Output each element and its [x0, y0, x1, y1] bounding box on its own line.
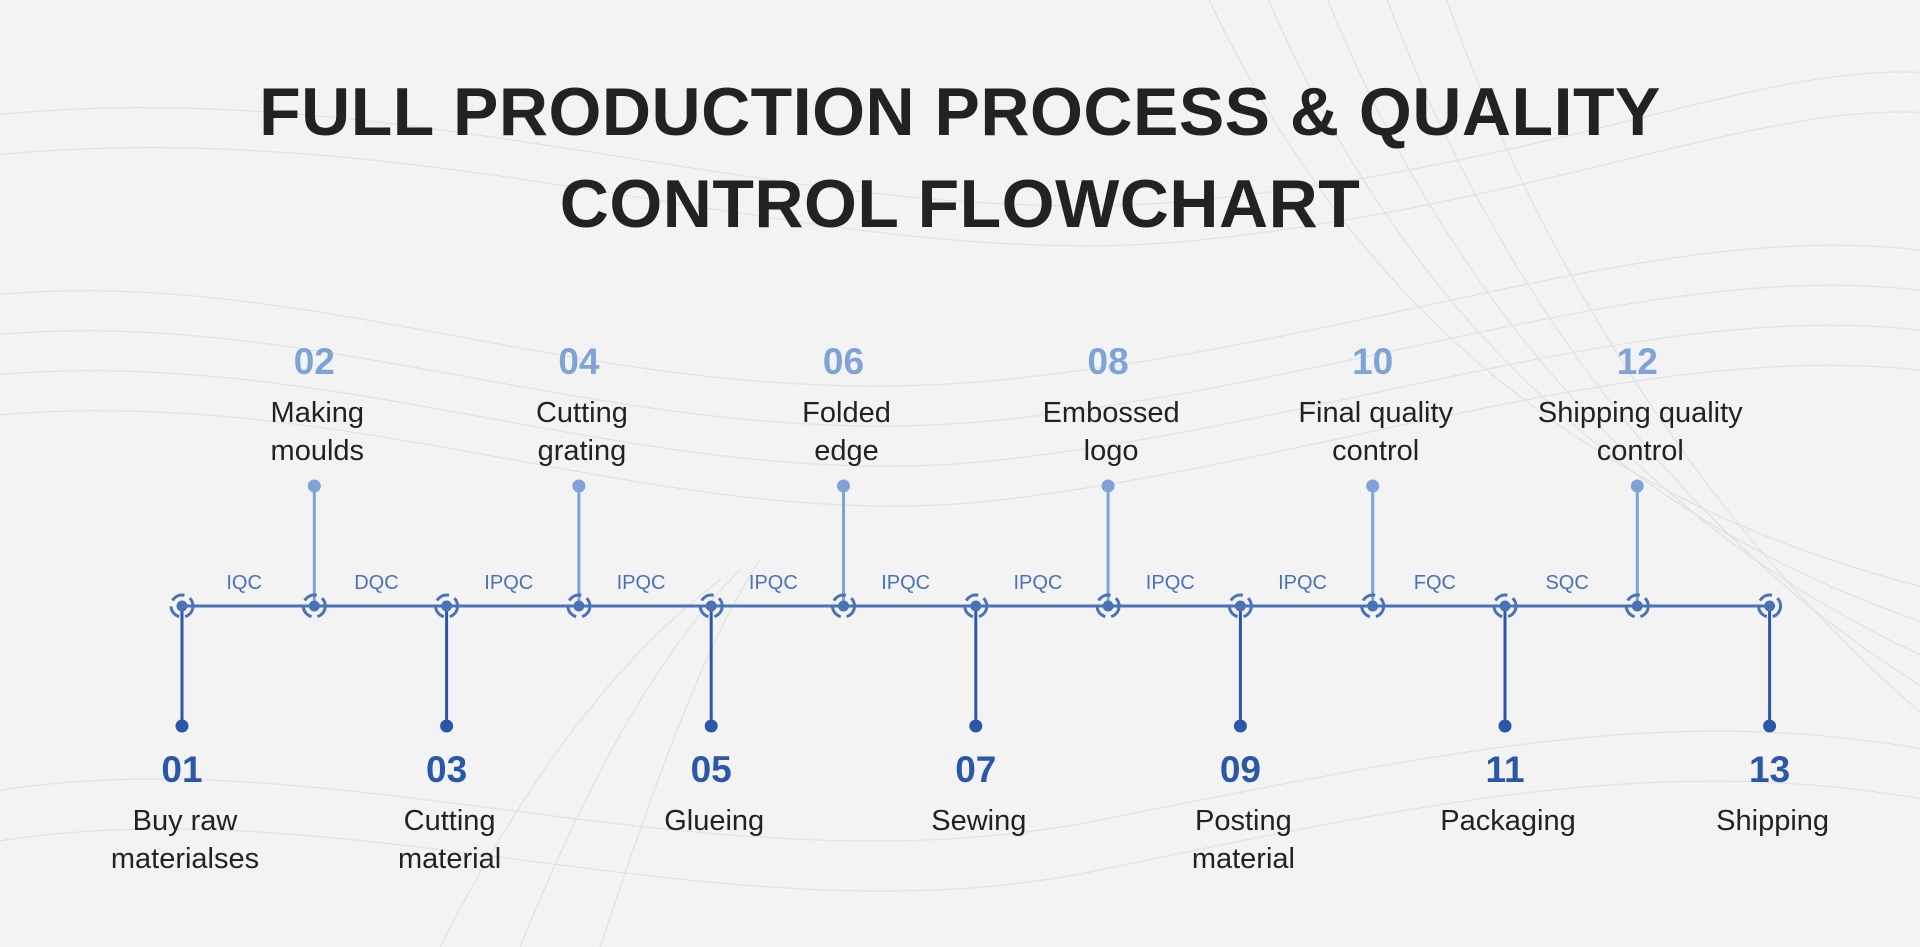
step-label-09: Posting [1195, 805, 1292, 837]
step-label-12: Shipping quality [1538, 397, 1743, 429]
step-number-09: 09 [1220, 749, 1261, 790]
axis-node-ring [1492, 593, 1518, 619]
step-label-12: control [1597, 435, 1684, 467]
axis-node-dot [1102, 600, 1114, 612]
step-end-dot [1498, 719, 1512, 733]
axis-node-ring [301, 593, 327, 619]
step-number-06: 06 [823, 341, 864, 382]
step-end-dot [1763, 719, 1777, 733]
axis-node-dot [1631, 600, 1643, 612]
step-label-04: grating [538, 435, 627, 467]
qc-label-6: IPQC [881, 572, 930, 594]
qc-label-7: IPQC [1013, 572, 1062, 594]
step-number-05: 05 [691, 749, 732, 790]
axis-node-dot [308, 600, 320, 612]
step-label-05: Glueing [664, 805, 764, 837]
qc-label-1: IQC [226, 572, 262, 594]
axis-node-dot [705, 600, 717, 612]
step-end-dot [1101, 479, 1115, 493]
page-title-line-1: FULL PRODUCTION PROCESS & QUALITY [259, 74, 1661, 150]
step-end-dot [969, 719, 983, 733]
step-label-06: Folded [802, 397, 891, 429]
qc-label-8: IPQC [1146, 572, 1195, 594]
axis-node-dot [838, 600, 849, 612]
step-end-dot [440, 719, 454, 733]
step-end-dot [572, 479, 586, 493]
step-label-03: material [398, 843, 501, 875]
axis-node-ring [1360, 593, 1386, 619]
step-number-13: 13 [1749, 749, 1790, 790]
axis-node-dot [970, 600, 982, 612]
axis-node-dot [1234, 600, 1246, 612]
step-label-03: Cutting [404, 805, 496, 837]
axis-node-dot [1764, 600, 1776, 612]
step-end-dot [704, 719, 718, 733]
axis-node-ring [169, 593, 195, 619]
axis-node-ring [1095, 593, 1121, 619]
step-number-11: 11 [1485, 749, 1524, 790]
step-label-01: Buy raw [133, 805, 239, 837]
step-label-08: Embossed [1043, 397, 1180, 429]
step-label-10: Final quality [1298, 397, 1453, 429]
axis-node-ring [1624, 593, 1650, 619]
step-end-dot [307, 479, 321, 493]
step-label-06: edge [814, 435, 879, 467]
axis-node-ring [566, 593, 592, 619]
axis-node-dot [441, 600, 453, 612]
axis-node-ring [1227, 593, 1253, 619]
step-end-dot [1233, 719, 1247, 733]
step-number-07: 07 [955, 749, 996, 790]
step-label-04: Cutting [536, 397, 628, 429]
axis-node-ring [434, 593, 460, 619]
qc-label-10: FQC [1414, 572, 1456, 594]
step-label-09: material [1192, 843, 1295, 875]
step-number-08: 08 [1088, 341, 1129, 382]
step-label-01: materialses [111, 843, 259, 875]
step-label-10: control [1332, 435, 1419, 467]
axis-node-dot [1367, 600, 1379, 612]
step-number-03: 03 [426, 749, 467, 790]
step-number-12: 12 [1617, 341, 1658, 382]
axis-node-dot [1499, 600, 1511, 612]
axis-node-dot [573, 600, 585, 612]
qc-label-4: IPQC [617, 572, 666, 594]
axis-node-ring [831, 593, 856, 619]
step-number-04: 04 [558, 341, 600, 382]
step-number-02: 02 [294, 341, 335, 382]
step-number-10: 10 [1352, 341, 1393, 382]
step-end-dot [837, 479, 850, 493]
axis-node-ring [963, 593, 989, 619]
qc-label-9: IPQC [1278, 572, 1327, 594]
step-label-08: logo [1084, 435, 1139, 467]
axis-node-ring [698, 593, 724, 619]
axis-node-dot [176, 600, 188, 612]
step-label-07: Sewing [931, 805, 1026, 837]
step-end-dot [1366, 479, 1380, 493]
qc-label-11: SQC [1545, 572, 1588, 594]
step-end-dot [175, 719, 189, 733]
qc-label-2: DQC [354, 572, 398, 594]
page-title-line-2: CONTROL FLOWCHART [559, 166, 1361, 242]
step-label-13: Shipping [1716, 805, 1829, 837]
step-label-02: moulds [271, 435, 365, 467]
qc-label-5: IPQC [749, 572, 798, 594]
qc-label-3: IPQC [484, 572, 533, 594]
step-label-02: Making [271, 397, 365, 429]
step-number-01: 01 [161, 749, 202, 790]
step-label-11: Packaging [1440, 805, 1575, 837]
axis-node-ring [1757, 593, 1783, 619]
step-end-dot [1630, 479, 1644, 493]
